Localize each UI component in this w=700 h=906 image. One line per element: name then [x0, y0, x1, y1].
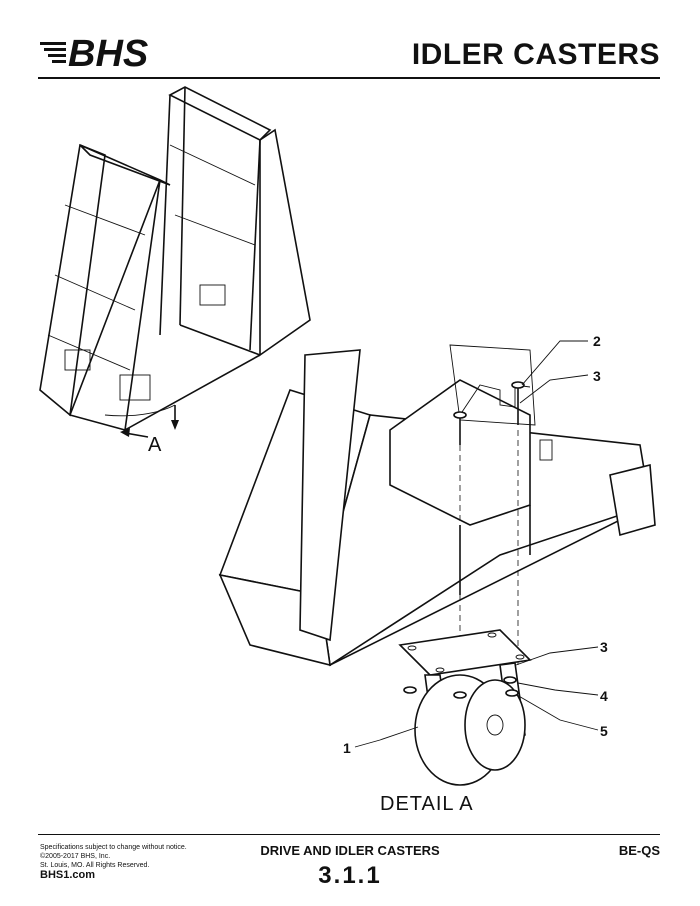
notice-line-1: Specifications subject to change without… — [40, 844, 187, 851]
page-title: IDLER CASTERS — [411, 38, 660, 71]
footer-notice: Specifications subject to change without… — [40, 843, 240, 881]
bhs-logo-icon: BHS — [40, 33, 148, 75]
callout-2: 2 — [593, 333, 601, 349]
callout-4: 4 — [600, 688, 608, 704]
detail-assembly — [218, 340, 656, 786]
doc-code: BE-QS — [618, 843, 660, 858]
callout-3-lower: 3 — [600, 639, 608, 655]
detail-label: DETAIL A — [380, 793, 474, 815]
logo-wordmark: BHS — [68, 33, 148, 72]
technical-drawing — [39, 86, 656, 786]
website-link[interactable]: BHS1.com — [40, 869, 96, 881]
notice-line-2: ©2005-2017 BHS, Inc. — [40, 853, 111, 860]
bhs-logo: BHS — [38, 28, 218, 75]
overview-frame — [39, 86, 311, 438]
callout-5: 5 — [600, 723, 608, 739]
section-title: DRIVE AND IDLER CASTERS — [260, 843, 440, 858]
callout-3-upper: 3 — [593, 368, 601, 384]
footer-divider — [38, 834, 660, 835]
notice-line-3: St. Louis, MO. All Rights Reserved. — [40, 862, 150, 869]
view-label-a: A — [148, 434, 162, 456]
header-divider — [38, 77, 660, 79]
section-number: 3.1.1 — [318, 862, 382, 889]
callout-1: 1 — [343, 740, 351, 756]
